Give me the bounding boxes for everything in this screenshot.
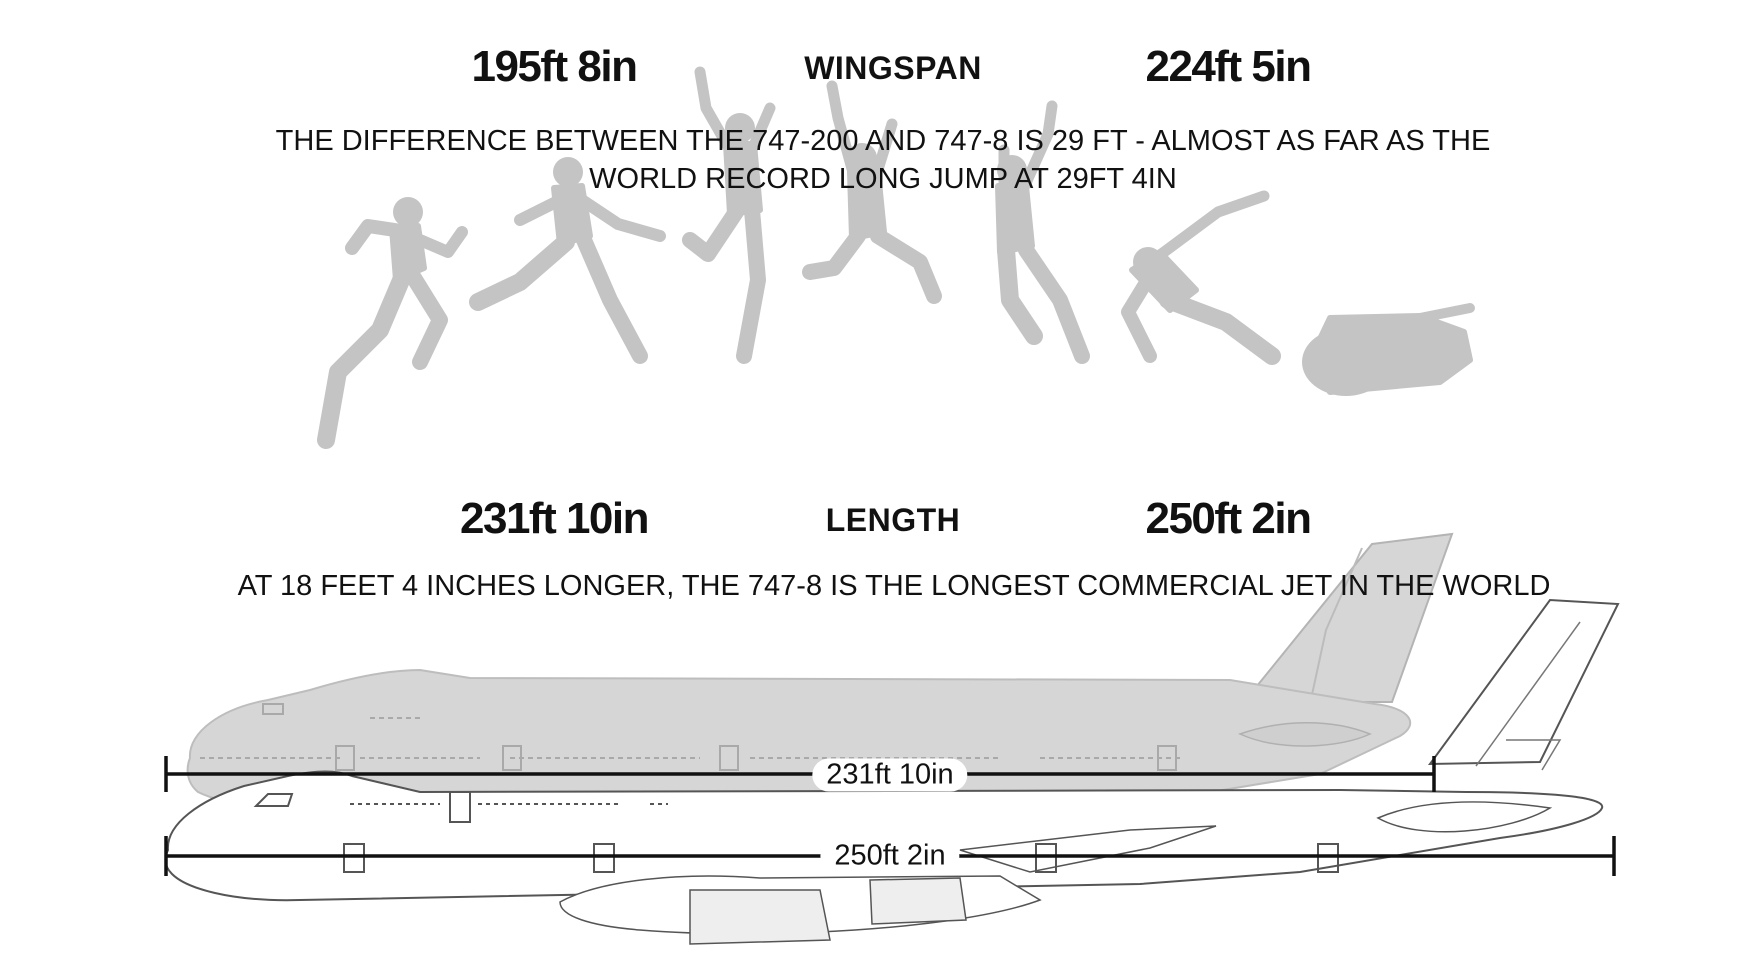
length-caption: AT 18 FEET 4 INCHES LONGER, THE 747-8 IS…: [237, 570, 1551, 602]
wingspan-heading: WINGSPAN: [804, 50, 982, 86]
jumper-silhouette-3: [682, 66, 776, 364]
old-plane-windows: [200, 703, 1180, 771]
wingspan-caption: THE DIFFERENCE BETWEEN THE 747-200 AND 7…: [276, 122, 1491, 198]
wingspan-747-200-value: 195ft 8in: [471, 42, 638, 91]
jumper-silhouette-7: [1302, 303, 1475, 396]
jumper-silhouette-4: [802, 80, 942, 304]
jumper-silhouette-5: [995, 100, 1090, 364]
wingspan-747-8-value: 224ft 5in: [1145, 42, 1312, 91]
long-jump-sequence: [317, 66, 1475, 449]
jumper-silhouette-2: [469, 157, 666, 364]
length-747-200-value: 231ft 10in: [460, 494, 649, 543]
measure-label-747-8: 250ft 2in: [820, 839, 960, 873]
wingspan-caption-line-2: WORLD RECORD LONG JUMP AT 29FT 4IN: [589, 163, 1177, 195]
measure-label-747-200: 231ft 10in: [812, 758, 968, 792]
length-heading: LENGTH: [825, 502, 961, 538]
length-747-8-value: 250ft 2in: [1145, 494, 1312, 543]
jumper-silhouette-1: [317, 197, 468, 449]
jumper-silhouette-6: [1121, 190, 1281, 365]
dimension-line-747-200: [164, 756, 1436, 792]
wingspan-caption-line-1: THE DIFFERENCE BETWEEN THE 747-200 AND 7…: [275, 125, 1491, 157]
